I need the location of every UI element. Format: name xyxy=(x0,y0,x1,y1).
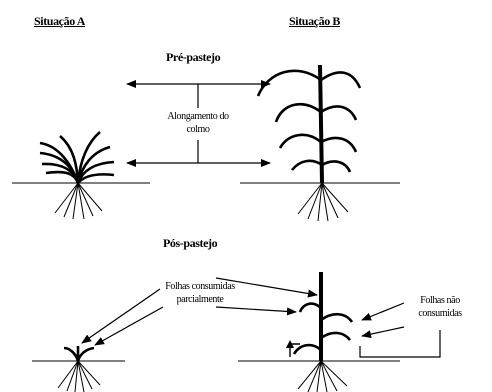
situation-a-header: Situação A xyxy=(34,14,85,29)
not-consumed-line-2: consumidas xyxy=(404,307,476,320)
situation-b-header: Situação B xyxy=(289,14,340,29)
post-grazing-title: Pós-pastejo xyxy=(163,236,217,251)
leaves xyxy=(40,132,114,183)
partially-consumed-label: Folhas consumidas parcialmente xyxy=(152,280,248,306)
grazed-leaves xyxy=(64,346,94,361)
pre-grazing-title: Pré-pastejo xyxy=(166,50,220,65)
not-consumed-label: Folhas não consumidas xyxy=(404,294,476,320)
not-consumed-line-1: Folhas não xyxy=(404,294,476,307)
leaves xyxy=(258,71,360,172)
roots xyxy=(298,183,348,221)
plant-b-pre xyxy=(240,65,400,221)
stem-elongation-label: Alongamento do colmo xyxy=(150,110,246,136)
roots xyxy=(58,361,100,392)
plant-a-post xyxy=(32,346,125,392)
stem-elongation-line-1: Alongamento do xyxy=(150,110,246,123)
roots xyxy=(55,183,102,219)
roots xyxy=(298,361,347,392)
partially-consumed-line-2: parcialmente xyxy=(152,293,248,306)
plant-b-post xyxy=(238,272,400,392)
stem-elongation-line-2: colmo xyxy=(150,123,246,136)
partially-consumed-line-1: Folhas consumidas xyxy=(152,280,248,293)
plant-a-pre xyxy=(12,132,150,219)
